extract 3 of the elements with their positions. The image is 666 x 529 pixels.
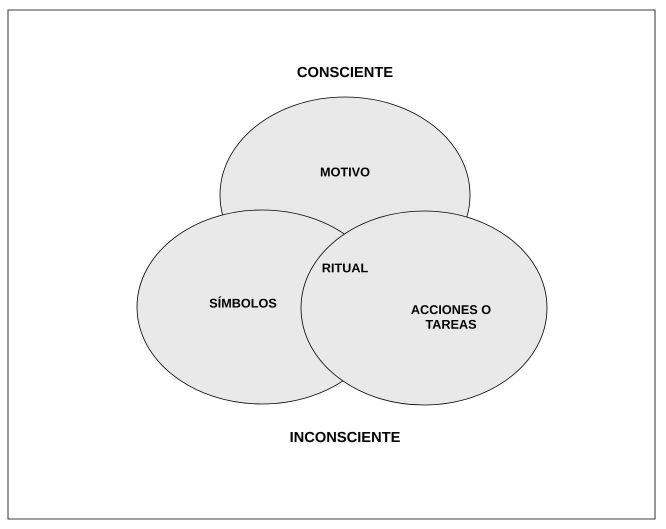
text-label: CONSCIENTE	[298, 66, 392, 78]
text-label: INCONSCIENTE	[290, 432, 400, 442]
text-label: RITUAL	[322, 264, 368, 272]
